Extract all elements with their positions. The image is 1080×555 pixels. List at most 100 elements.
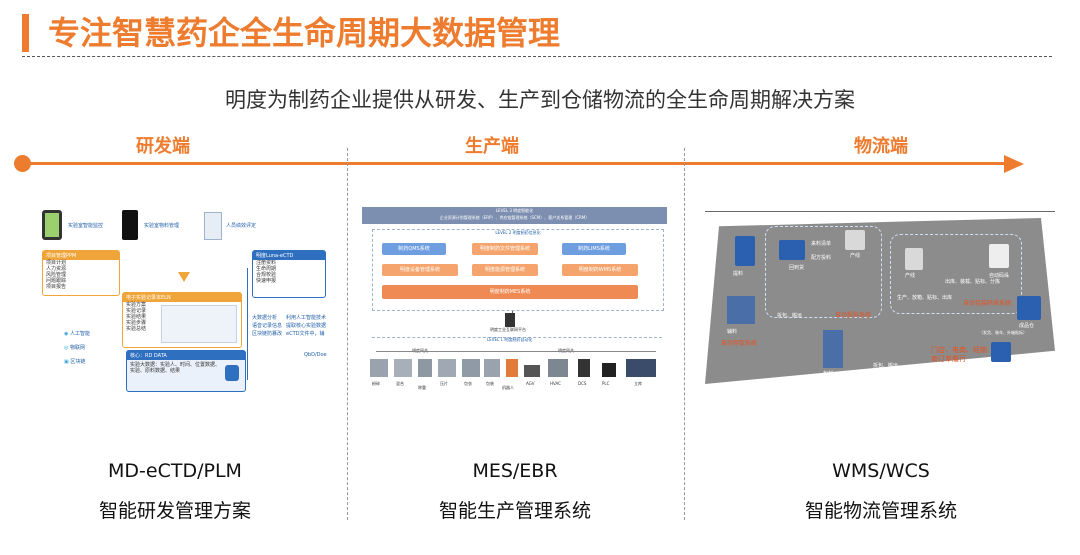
- rd-icon-label: 人工智能: [69, 331, 90, 337]
- wms-label: 拆包、搬运: [777, 313, 803, 319]
- wms-label: 包材: [823, 371, 834, 377]
- module-equipment: 明度设备管理系统: [382, 264, 458, 276]
- module-lims: 制药LIMS系统: [562, 243, 626, 255]
- rd-top-item: 人员绩效评定: [226, 223, 257, 229]
- arrow-down-icon: [178, 272, 190, 282]
- iot-icon: ◎: [64, 345, 70, 351]
- stage-production-label: 生产端: [465, 136, 519, 157]
- title-accent-bar: [22, 14, 29, 52]
- wms-label: 出库、装载、贴标、分拣: [945, 279, 1001, 285]
- wms-label: 自动投料系统: [835, 312, 872, 319]
- device-label: 立库: [634, 381, 642, 386]
- panel-logistics-name: WMS/WCS: [832, 460, 930, 482]
- timeline-arrow-icon: [1004, 155, 1024, 173]
- device-bus: [376, 351, 656, 352]
- wms-label: 产线: [850, 253, 861, 259]
- wms-label: 门店、电商、经销商订单履行: [931, 346, 987, 363]
- wms-label: 自动存取系统: [721, 340, 758, 347]
- stage-logistics-label: 物流端: [854, 136, 908, 157]
- device-label: 机器人: [502, 385, 514, 390]
- rd-connector-line: [247, 268, 248, 380]
- device-label: 称重: [418, 385, 426, 390]
- device-label: 包衣: [464, 381, 472, 386]
- document-icon: [204, 212, 222, 240]
- device-label: 粉碎: [372, 381, 380, 386]
- phone-icon: [122, 210, 138, 240]
- stage-rd-label: 研发端: [136, 136, 190, 157]
- device-label: 包装: [486, 381, 494, 386]
- wms-label: 自动包装码垛系统: [963, 300, 1012, 307]
- gateway-label: 明度网关: [412, 348, 428, 354]
- wms-label: 拆包、搬运: [873, 363, 899, 369]
- device-row: 粉碎 混合 称重 压片 包衣 包装 机器人 AGV HVAC DCS PLC 立…: [368, 357, 664, 391]
- device-icon: [370, 359, 388, 377]
- wms-label: 订单发货: [987, 365, 1008, 371]
- wms-label: 辅料: [727, 329, 738, 335]
- server-icon: [505, 313, 515, 327]
- panel-production-name: MES/EBR: [472, 460, 558, 482]
- eln-item: 实验总结: [126, 326, 147, 332]
- page-subtitle: 明度为制药企业提供从研发、生产到仓储物流的全生命周期解决方案: [225, 88, 855, 112]
- plc-icon: [602, 363, 616, 377]
- blockchain-icon: ▣: [64, 359, 71, 365]
- level3-text: 企业资源计划管理系统（ERP）、供应链管理系统（SCM）、客户关系管理（CRM）: [439, 215, 590, 220]
- rd-top-item: 实验室物料管理: [144, 223, 180, 229]
- ppm-title: 项目管理PPM: [43, 251, 119, 260]
- page-title: 专注智慧药企全生命周期大数据管理: [48, 14, 561, 52]
- wms-label: 提料: [733, 271, 744, 277]
- rack-icon: [823, 330, 843, 368]
- wms-label: （发货、装车、外箱贴标）: [979, 330, 1027, 335]
- eln-screenshot: [161, 305, 237, 343]
- mes-diagram: LEVEL 3 明度智能化 企业资源计划管理系统（ERP）、供应链管理系统（SC…: [362, 207, 667, 397]
- device-label: DCS: [578, 381, 587, 386]
- eln-box: 电子实验记录本ELN 实验方案 实验记录 实验结果 实验步骤 实验总结: [122, 292, 242, 348]
- wms-label: 配方投料: [811, 255, 832, 261]
- module-document: 明度制药文件管理系统: [472, 243, 538, 255]
- rd-corner-label: QbD/Doe: [304, 352, 327, 358]
- ppm-item: 问题跟踪: [46, 278, 67, 284]
- ai-icon: ◉: [64, 331, 70, 337]
- wms-zone: [890, 234, 1022, 314]
- device-label: AGV: [526, 381, 535, 386]
- ppm-box: 项目管理PPM 项目计划 人力资源 风险管理 问题跟踪 项目报告: [42, 250, 120, 296]
- module-energy: 明度能源管理系统: [472, 264, 538, 276]
- wms-label: 回到货: [789, 265, 805, 271]
- device-icon: [418, 359, 432, 377]
- title-divider: [22, 56, 1052, 57]
- ectd-box: 明度Luna-eCTD 注册资料 生命周期 合规校验 快速申报: [252, 250, 326, 298]
- panel-rd-desc: 智能研发管理方案: [98, 500, 251, 522]
- rd-mid-item: 大数据分析: [252, 315, 278, 321]
- bigdata-box: 核心：RD DATA 实验大数据：实验人、时间、位置数据、实验、原料数据、结果: [126, 350, 246, 392]
- wms-zone: [765, 226, 882, 318]
- hvac-icon: [548, 359, 568, 377]
- device-label: HVAC: [550, 381, 561, 386]
- wms-chip: [1017, 296, 1041, 320]
- warehouse-icon: [626, 359, 656, 377]
- eln-item: 实验记录: [126, 308, 147, 314]
- dcs-icon: [578, 359, 590, 377]
- ppm-item: 人力资源: [46, 266, 67, 272]
- ppm-item: 项目计划: [46, 260, 67, 266]
- mes-bar: 明度制药MES系统: [382, 285, 638, 299]
- wms-top-rule: [705, 211, 1055, 212]
- bigdata-text: 实验大数据：实验人、时间、位置数据、实验、原料数据、结果: [130, 362, 221, 374]
- database-icon: [225, 365, 239, 381]
- rd-mid-item: 语音记录信息: [252, 323, 283, 329]
- ppm-item: 风险管理: [46, 272, 67, 278]
- panel-logistics-desc: 智能物流管理系统: [804, 500, 957, 522]
- eln-item: 实验步骤: [126, 320, 147, 326]
- ectd-item: 合规校验: [256, 272, 277, 278]
- rack-icon: [727, 296, 755, 324]
- level2-frame: LEVEL 2 明度制药信息化: [372, 229, 664, 311]
- ectd-title: 明度Luna-eCTD: [253, 251, 325, 260]
- device-icon: [462, 359, 480, 377]
- rd-icon-list: ◉ 人工智能 ◎ 物联网 ▣ 区块链: [64, 330, 90, 372]
- level3-bar: LEVEL 3 明度智能化 企业资源计划管理系统（ERP）、供应链管理系统（SC…: [362, 207, 667, 224]
- device-label: 混合: [396, 381, 404, 386]
- ppm-item: 项目报告: [46, 284, 67, 290]
- wms-label: 自动码垛: [989, 273, 1010, 279]
- ectd-item: 快速申报: [256, 278, 277, 284]
- device-icon: [484, 359, 500, 377]
- module-qms: 制药QMS系统: [382, 243, 446, 255]
- bigdata-title: 核心：RD DATA: [127, 351, 245, 360]
